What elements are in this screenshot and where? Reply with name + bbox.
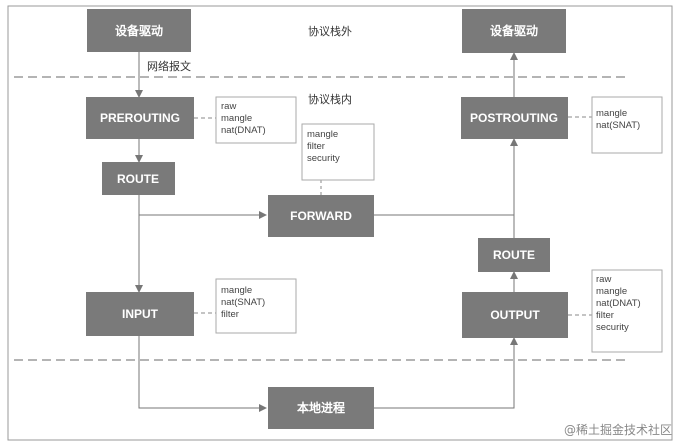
svg-text:FORWARD: FORWARD (290, 209, 352, 223)
edge-local-process-to-output (374, 337, 518, 409)
tables-postrouting: mangle nat(SNAT) (591, 96, 663, 154)
node-forward: FORWARD (268, 195, 374, 237)
node-route-out: ROUTE (478, 238, 550, 272)
outside-stack-label: 协议栈外 (308, 24, 352, 38)
svg-text:设备驱动: 设备驱动 (490, 23, 538, 38)
table-item: raw (596, 274, 611, 285)
svg-text:OUTPUT: OUTPUT (490, 308, 540, 322)
svg-text:INPUT: INPUT (122, 307, 159, 321)
table-item: filter (307, 141, 325, 152)
table-item: nat(SNAT) (221, 297, 265, 308)
node-output: OUTPUT (462, 292, 568, 338)
table-item: raw (221, 101, 236, 112)
inside-stack-label: 协议栈内 (308, 92, 352, 106)
svg-text:POSTROUTING: POSTROUTING (470, 111, 558, 125)
svg-text:设备驱动: 设备驱动 (115, 23, 163, 38)
table-item: security (596, 322, 629, 333)
node-postrouting: POSTROUTING (461, 97, 568, 139)
tables-forward: mangle filter security (301, 123, 375, 181)
tables-output: raw mangle nat(DNAT) filter security (591, 269, 663, 353)
svg-text:PREROUTING: PREROUTING (100, 111, 180, 125)
table-item: mangle (596, 286, 627, 297)
tables-input: mangle nat(SNAT) filter (215, 278, 297, 334)
table-item: security (307, 153, 340, 164)
svg-text:ROUTE: ROUTE (493, 248, 535, 262)
table-item: mangle (596, 108, 627, 119)
node-prerouting: PREROUTING (86, 97, 194, 139)
diagram-frame (7, 5, 673, 441)
table-item: mangle (221, 113, 252, 124)
node-device-driver-out: 设备驱动 (462, 9, 566, 53)
table-item: mangle (221, 285, 252, 296)
node-input: INPUT (86, 292, 194, 336)
watermark: @稀土掘金技术社区 (564, 422, 672, 437)
table-item: filter (221, 309, 239, 320)
node-device-driver-in: 设备驱动 (87, 9, 191, 52)
network-packet-label: 网络报文 (147, 59, 191, 73)
svg-text:本地进程: 本地进程 (297, 400, 345, 415)
table-item: nat(DNAT) (221, 125, 266, 136)
tables-prerouting: raw mangle nat(DNAT) (215, 96, 297, 144)
table-item: filter (596, 310, 614, 321)
table-item: nat(SNAT) (596, 120, 640, 131)
svg-text:ROUTE: ROUTE (117, 172, 159, 186)
table-item: mangle (307, 129, 338, 140)
node-route-in: ROUTE (102, 162, 175, 195)
edge-input-to-local-process (138, 336, 267, 412)
node-local-process: 本地进程 (268, 387, 374, 429)
table-item: nat(DNAT) (596, 298, 641, 309)
